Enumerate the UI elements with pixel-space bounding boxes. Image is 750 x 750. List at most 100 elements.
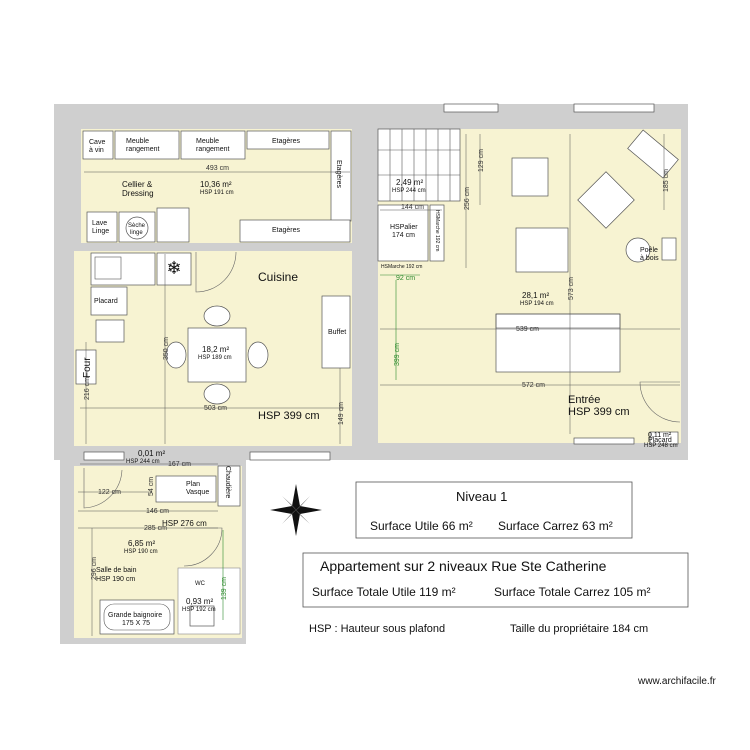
wc-area: 0,93 m² <box>186 597 213 606</box>
meuble1-label-2: rangement <box>126 146 160 153</box>
entree-hsp: HSP 399 cm <box>568 406 630 418</box>
dim-503: 503 cm <box>204 405 227 412</box>
window-bottom-center <box>249 451 331 461</box>
meuble2-label-1: Meuble <box>196 138 219 145</box>
radiator-entree <box>573 437 635 445</box>
palier-area-hsp: HSP 244 cm <box>392 188 426 194</box>
evier-bowl <box>94 256 122 280</box>
wall-bottom <box>74 446 352 456</box>
seche-linge-label-1: Sèche <box>128 223 146 229</box>
buffet <box>321 295 351 369</box>
dim-493: 493 cm <box>206 165 229 172</box>
baignoire-inner <box>103 603 171 631</box>
marche-box <box>429 204 445 262</box>
dim-399: 399 cm <box>394 343 401 366</box>
sofa <box>495 313 621 373</box>
watermark: www.archifacile.fr <box>637 676 716 687</box>
palier-box <box>377 204 429 262</box>
niveau-title: Niveau 1 <box>456 489 507 504</box>
chair-top <box>203 305 231 327</box>
window-top-2 <box>573 103 655 113</box>
niveau-box <box>355 481 633 539</box>
plant <box>627 129 679 179</box>
poele-flue <box>661 237 677 261</box>
dim-122: 122 cm <box>98 489 121 496</box>
sink-small <box>95 319 125 343</box>
sdb-hsp: HSP 190 cm <box>96 576 135 583</box>
dim-296: 296 cm <box>91 557 98 580</box>
door-swing-cuisine <box>195 251 237 293</box>
dim-216: 216 cm <box>84 377 91 400</box>
staircase <box>377 128 461 202</box>
door-swing-sdb2 <box>183 527 223 567</box>
dim-572: 572 cm <box>522 382 545 389</box>
coffee-table <box>515 227 569 273</box>
dim-167: 167 cm <box>168 461 191 468</box>
etageres-bottom <box>239 219 351 243</box>
lave-linge <box>86 211 118 243</box>
sdb-zone-hsp: HSP 190 cm <box>124 549 158 555</box>
lave-linge-label-1: Lave <box>92 220 107 227</box>
poele-label-2: à bois <box>640 255 659 262</box>
marche-label-1: HSMarche 192 cm <box>434 210 440 251</box>
dim-139: 139 cm <box>221 577 228 600</box>
sdb-zone-area: 6,85 m² <box>128 539 155 548</box>
palier-name: HSPalier <box>390 224 418 231</box>
four-label: Four <box>82 357 93 378</box>
chaudiere-label: Chaudière <box>224 466 231 498</box>
entree-name: Entrée <box>568 394 600 406</box>
poele-label-1: Poêle <box>640 247 658 254</box>
wall-cellier-cuisine <box>74 243 352 251</box>
vasque-label-2: Vasque <box>186 489 209 496</box>
etageres-bottom-label: Etagères <box>272 227 301 234</box>
sdb-name: Salle de bain <box>96 567 137 574</box>
cellier-name-1: Cellier & <box>122 180 153 189</box>
dim-144: 144 cm <box>401 204 424 211</box>
palier-area: 2,49 m² <box>396 178 423 187</box>
evier <box>90 252 156 286</box>
dim-146: 146 cm <box>146 508 169 515</box>
buffet-label: Buffet <box>328 329 346 336</box>
etageres-side-label: Etagères <box>335 160 342 189</box>
dim-185: 185 cm <box>663 169 670 192</box>
summary-total-utile: Surface Totale Utile 119 m² <box>312 585 456 599</box>
salon-area: 28,1 m² <box>522 291 549 300</box>
dimension-lines <box>78 134 680 636</box>
meuble-rangement-2 <box>180 130 246 160</box>
dim-573: 573 cm <box>568 277 575 300</box>
note-hsp: HSP : Hauteur sous plafond <box>309 623 445 635</box>
dim-149: 149 cm <box>338 402 345 425</box>
armchair-2 <box>577 171 635 229</box>
baignoire-label-2: 175 X 75 <box>122 620 150 627</box>
dim-92: 92 cm <box>396 275 415 282</box>
placard-entree-hsp: HSP 248 cm <box>644 443 678 449</box>
lave-linge-label-2: Linge <box>92 228 109 235</box>
seche-linge-drum <box>125 216 149 240</box>
baignoire <box>99 599 175 635</box>
chair-left <box>165 341 187 369</box>
baignoire-label-1: Grande baignoire <box>108 612 162 619</box>
armchair-1 <box>511 157 549 197</box>
placard-entree <box>649 431 679 445</box>
meuble1-label-1: Meuble <box>126 138 149 145</box>
placard-cuisine <box>90 286 128 316</box>
meuble-rangement-1 <box>114 130 180 160</box>
cellier-area: 10,36 m² <box>200 180 232 189</box>
salon-hsp: HSP 194 cm <box>520 301 554 307</box>
plaque-cuisson <box>156 252 192 286</box>
sdb-zone-hsp276: HSP 276 cm <box>162 519 207 528</box>
chair-right <box>247 341 269 369</box>
marche-label-2: HSMarche 192 cm <box>381 264 422 270</box>
seche-linge-label-2: linge <box>130 230 143 236</box>
compass-rose-icon <box>270 484 322 536</box>
etageres-top <box>246 130 330 150</box>
cellier-hsp: HSP 191 cm <box>200 190 234 196</box>
window-top-1 <box>443 103 499 113</box>
cellier-name-2: Dressing <box>122 189 154 198</box>
placard-label: Placard <box>94 298 118 305</box>
cuisine-hsp: HSP 399 cm <box>258 410 320 422</box>
summary-box <box>302 552 689 608</box>
dim-539: 539 cm <box>516 326 539 333</box>
etageres-top-label: Etagères <box>272 138 301 145</box>
